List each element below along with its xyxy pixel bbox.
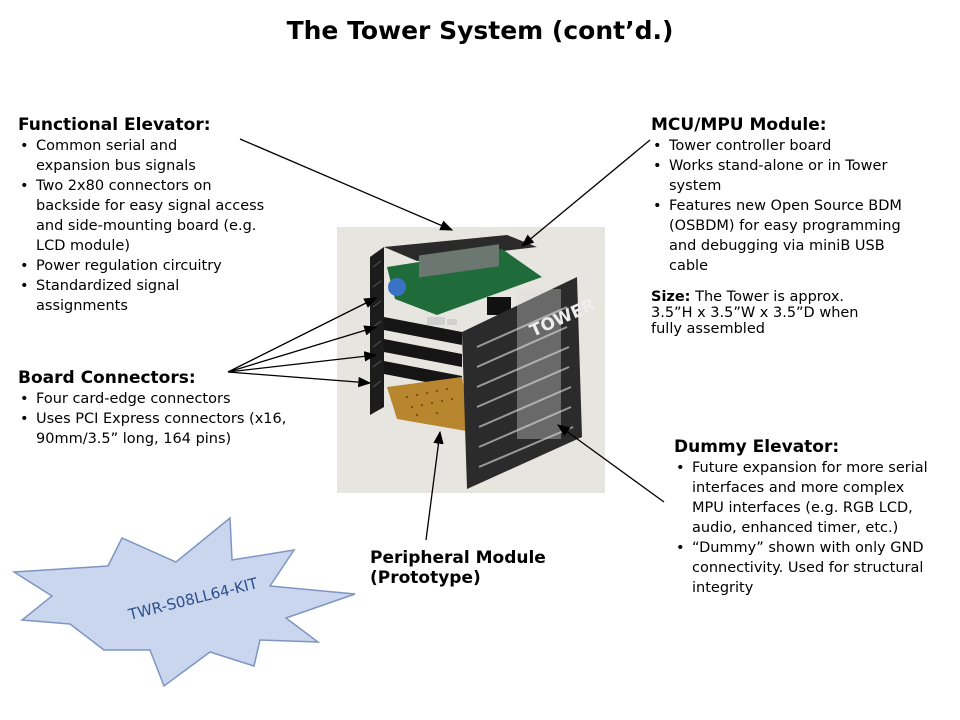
list-item: Future expansion for more serial interfa… — [674, 458, 934, 538]
functional-elevator-section: Functional Elevator: Common serial and e… — [18, 115, 308, 316]
slide-title: The Tower System (cont’d.) — [286, 16, 674, 45]
board-connectors-list: Four card-edge connectors Uses PCI Expre… — [18, 389, 338, 449]
list-item: Features new Open Source BDM (OSBDM) for… — [651, 196, 923, 276]
kit-starburst-shape — [11, 516, 356, 688]
peripheral-module-line-1: Peripheral Module — [370, 548, 546, 568]
dummy-elevator-heading: Dummy Elevator: — [674, 437, 840, 457]
size-line-2: 3.5”H x 3.5”W x 3.5”D when — [651, 305, 859, 321]
size-label: Size: — [651, 289, 691, 305]
mcu-module-list: Tower controller board Works stand-alone… — [651, 136, 941, 276]
list-item: Common serial and expansion bus signals — [18, 136, 233, 176]
list-item: Power regulation circuitry — [18, 256, 308, 276]
dummy-elevator-list: Future expansion for more serial interfa… — [674, 458, 944, 598]
peripheral-module-line-2: (Prototype) — [370, 568, 481, 588]
board-connectors-heading: Board Connectors: — [18, 368, 196, 388]
list-item: Works stand-alone or in Tower system — [651, 156, 936, 196]
functional-elevator-list: Common serial and expansion bus signals … — [18, 136, 308, 316]
functional-elevator-heading: Functional Elevator: — [18, 115, 211, 135]
list-item: Two 2x80 connectors on backside for easy… — [18, 176, 280, 256]
list-item: Uses PCI Express connectors (x16, 90mm/3… — [18, 409, 323, 449]
dummy-elevator-section: Dummy Elevator: Future expansion for mor… — [674, 437, 944, 598]
mcu-module-heading: MCU/MPU Module: — [651, 115, 827, 135]
list-item: “Dummy” shown with only GND connectivity… — [674, 538, 936, 598]
tower-system-photo: TOWER — [337, 227, 605, 493]
list-item: Standardized signal assignments — [18, 276, 218, 316]
mcu-module-section: MCU/MPU Module: Tower controller board W… — [651, 115, 941, 276]
list-item: Four card-edge connectors — [18, 389, 338, 409]
size-line-3: fully assembled — [651, 321, 765, 337]
size-line-1: The Tower is approx. — [690, 289, 845, 305]
peripheral-module-label: Peripheral Module (Prototype) — [370, 548, 546, 588]
board-connectors-section: Board Connectors: Four card-edge connect… — [18, 368, 338, 449]
size-note: Size: The Tower is approx. 3.5”H x 3.5”W… — [651, 289, 941, 337]
list-item: Tower controller board — [651, 136, 941, 156]
